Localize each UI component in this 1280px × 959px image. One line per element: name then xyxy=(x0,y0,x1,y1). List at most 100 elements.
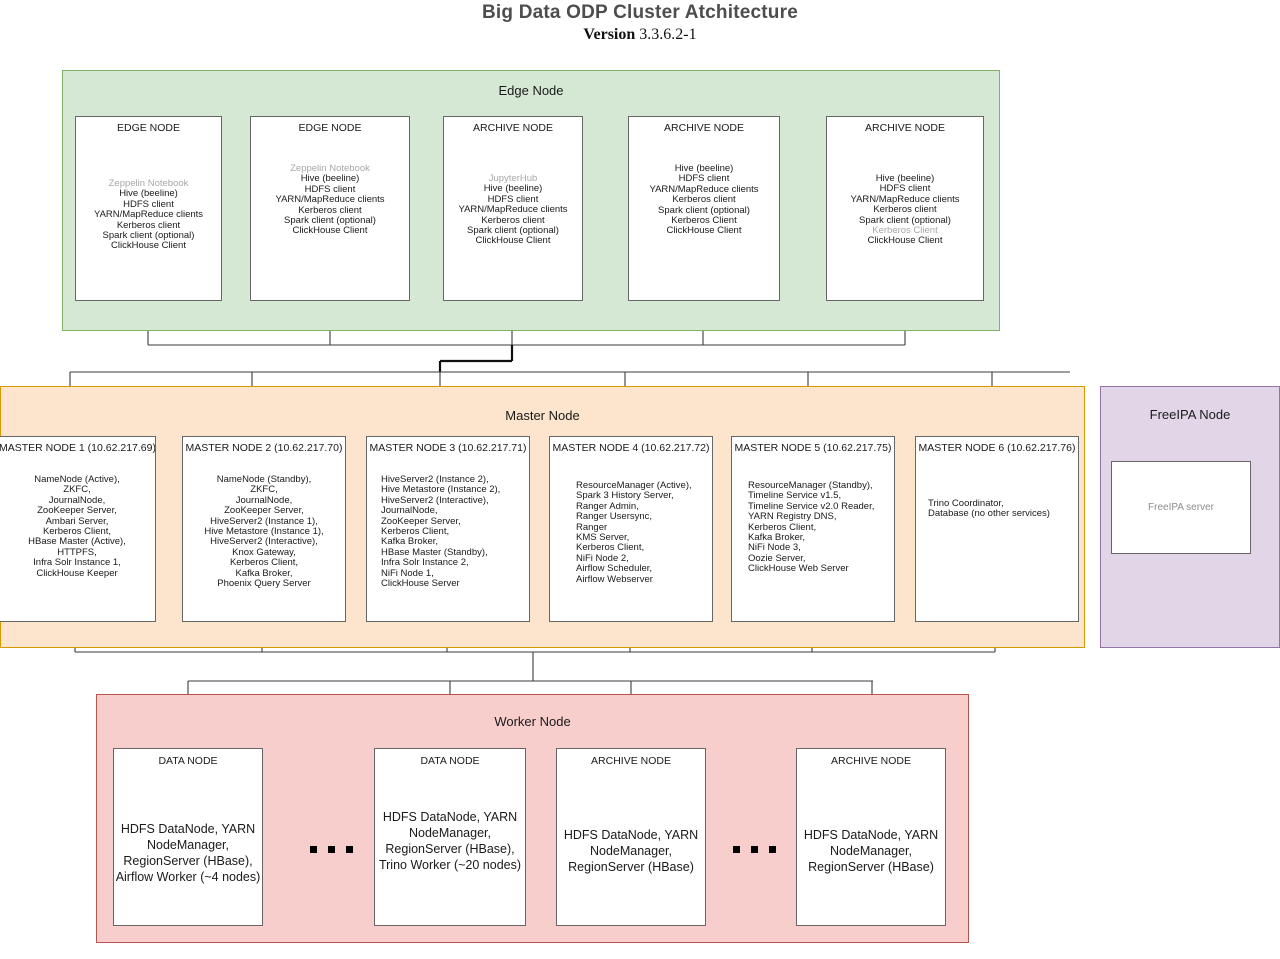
master-node-4-services: ResourceManager (Active),Spark 3 History… xyxy=(550,480,712,585)
service-item: Spark 3 History Server, xyxy=(576,490,674,502)
master-node-6-header: MASTER NODE 6 (10.62.217.76) xyxy=(918,442,1076,454)
service-line: HDFS DataNode, YARN xyxy=(120,822,256,836)
service-item: Timeline Service v1.5, xyxy=(748,490,842,502)
freeipa-server-card[interactable]: FreeIPA server xyxy=(1111,461,1251,554)
service-item: HiveServer2 (Instance 2), xyxy=(381,474,489,485)
master-node-card-6[interactable]: MASTER NODE 6 (10.62.217.76) Trino Coord… xyxy=(915,436,1079,622)
service-line: RegionServer (HBase) xyxy=(568,860,694,874)
service-item: Oozie Server, xyxy=(748,552,806,564)
service-item: ResourceManager (Active), xyxy=(576,480,692,491)
service-item: Kerberos Client xyxy=(671,215,737,227)
master-node-3-header: MASTER NODE 3 (10.62.217.71) xyxy=(369,442,527,454)
section-title-master: Master Node xyxy=(505,408,580,423)
service-line: NodeManager, xyxy=(829,844,912,858)
service-item: Ambari Server, xyxy=(45,515,109,527)
worker-node-4-services: HDFS DataNode, YARN NodeManager, RegionSer… xyxy=(797,827,945,875)
master-node-3-services: HiveServer2 (Instance 2),Hive Metastore … xyxy=(367,474,529,590)
service-item: Kerberos client xyxy=(116,219,181,231)
service-item: JupyterHub xyxy=(488,173,538,184)
service-item: Zeppelin Notebook xyxy=(108,178,189,189)
section-title-edge: Edge Node xyxy=(498,83,564,98)
service-item: ClickHouse Web Server xyxy=(748,563,849,575)
service-item: Kafka Broker, xyxy=(235,567,293,579)
service-item: Spark client (optional) xyxy=(467,225,559,237)
service-line: RegionServer (HBase), xyxy=(123,854,253,868)
master-node-1-header: MASTER NODE 1 (10.62.217.69) xyxy=(0,442,156,454)
service-item: HiveServer2 (Interactive), xyxy=(210,536,318,548)
service-item: NiFi Node 1, xyxy=(381,567,434,579)
master-node-5-services: ResourceManager (Standby),Timeline Servi… xyxy=(732,480,894,575)
master-node-card-3[interactable]: MASTER NODE 3 (10.62.217.71) HiveServer2… xyxy=(366,436,530,622)
service-item: Kerberos Client, xyxy=(748,521,817,533)
service-item: Kerberos client xyxy=(481,214,545,226)
worker-ellipsis-1 xyxy=(310,846,353,853)
service-item: ClickHouse Client xyxy=(111,240,186,252)
section-title-worker: Worker Node xyxy=(494,714,571,729)
service-line: RegionServer (HBase), xyxy=(385,842,515,856)
section-master-node: Master Node xyxy=(0,386,1085,648)
service-item: YARN/MapReduce clients xyxy=(275,194,385,206)
worker-node-2-header: DATA NODE xyxy=(420,755,480,767)
service-item: JournalNode, xyxy=(235,494,293,506)
service-item: Trino Coordinator, xyxy=(928,498,1004,509)
service-line: HDFS DataNode, YARN xyxy=(803,828,939,842)
worker-node-3-header: ARCHIVE NODE xyxy=(591,755,671,767)
service-item: ClickHouse Keeper xyxy=(36,567,118,579)
service-item: Timeline Service v2.0 Reader, xyxy=(748,500,875,512)
service-item: KMS Server, xyxy=(576,532,630,544)
section-title-freeipa: FreeIPA Node xyxy=(1149,407,1231,422)
service-item: Knox Gateway, xyxy=(232,546,296,558)
service-item: HDFS client xyxy=(487,193,539,205)
service-item: HBase Master (Standby), xyxy=(381,546,488,558)
master-node-card-1[interactable]: MASTER NODE 1 (10.62.217.69) NameNode (A… xyxy=(0,436,156,622)
service-item: ZooKeeper Server, xyxy=(224,505,304,517)
service-line: HDFS DataNode, YARN xyxy=(382,810,518,824)
service-item: NiFi Node 2, xyxy=(576,552,629,564)
page-title: Big Data ODP Cluster Atchitecture xyxy=(482,2,798,23)
service-line: NodeManager, xyxy=(408,826,491,840)
master-node-1-services: NameNode (Active),ZKFC,JournalNode,ZooKe… xyxy=(0,474,155,579)
service-item: Hive (beeline) xyxy=(875,173,935,184)
service-item: Hive (beeline) xyxy=(300,173,360,185)
service-item: Kafka Broker, xyxy=(748,532,806,544)
master-node-card-5[interactable]: MASTER NODE 5 (10.62.217.75) ResourceMan… xyxy=(731,436,895,622)
master-node-card-2[interactable]: MASTER NODE 2 (10.62.217.70) NameNode (S… xyxy=(182,436,346,622)
service-item: HDFS client xyxy=(678,173,730,185)
master-node-card-4[interactable]: MASTER NODE 4 (10.62.217.72) ResourceMan… xyxy=(549,436,713,622)
service-line: NodeManager, xyxy=(146,838,229,852)
service-line: Trino Worker (~20 nodes) xyxy=(378,858,522,872)
master-node-4-header: MASTER NODE 4 (10.62.217.72) xyxy=(552,442,710,454)
service-item: Spark client (optional) xyxy=(658,204,750,216)
service-line: RegionServer (HBase) xyxy=(808,860,934,874)
master-node-2-header: MASTER NODE 2 (10.62.217.70) xyxy=(185,442,343,454)
service-item: NiFi Node 3, xyxy=(748,542,801,554)
service-item: Hive Metastore (Instance 1), xyxy=(204,526,324,538)
service-item: ResourceManager (Standby), xyxy=(748,480,873,491)
worker-node-2-services: HDFS DataNode, YARN NodeManager, RegionSer… xyxy=(375,809,525,873)
service-item: HDFS client xyxy=(123,198,174,210)
worker-node-card-2[interactable]: DATA NODE HDFS DataNode, YARN NodeManager… xyxy=(374,748,526,926)
master-node-5-header: MASTER NODE 5 (10.62.217.75) xyxy=(734,442,892,454)
service-item: ZKFC, xyxy=(250,484,278,496)
service-item: Hive Metastore (Instance 2), xyxy=(381,484,501,496)
service-item: HDFS client xyxy=(879,183,931,195)
service-item: HiveServer2 (Interactive), xyxy=(381,494,489,506)
version-label: Version xyxy=(583,26,636,43)
service-item: ClickHouse Server xyxy=(381,578,460,590)
service-item: Spark client (optional) xyxy=(102,230,195,242)
service-line: HDFS DataNode, YARN xyxy=(563,828,699,842)
service-item: HDFS client xyxy=(304,183,356,195)
service-item: ClickHouse Client xyxy=(475,235,551,247)
service-item: YARN/MapReduce clients xyxy=(458,204,568,216)
service-item: Hive (beeline) xyxy=(119,188,178,200)
